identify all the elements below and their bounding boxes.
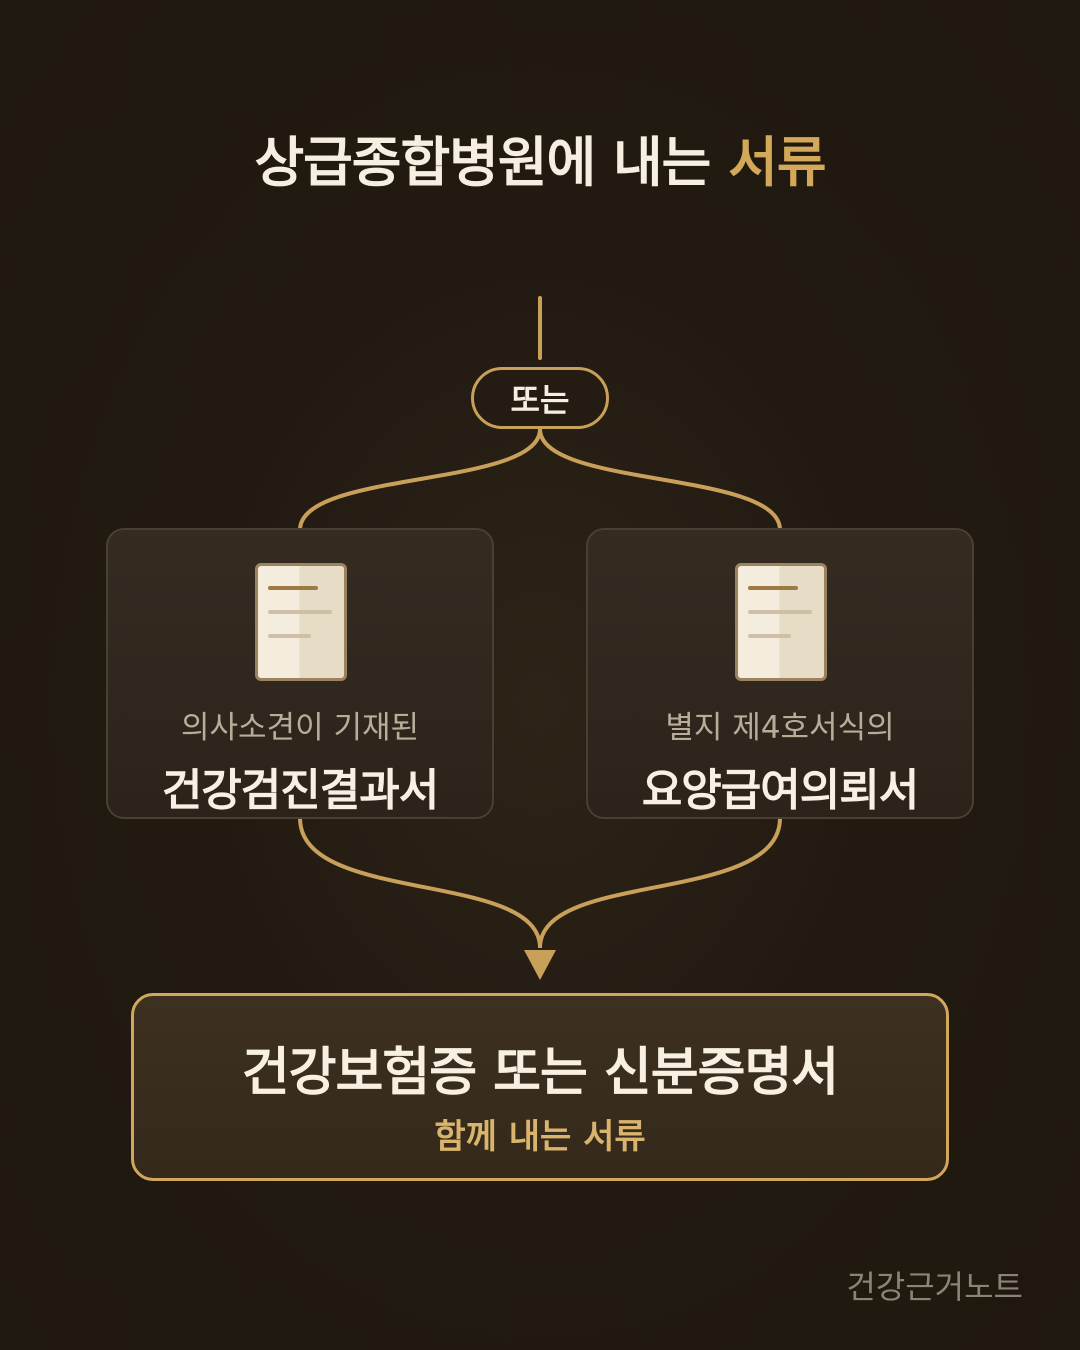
option-subtitle: 별지 제4호서식의: [665, 710, 895, 746]
document-icon: [255, 563, 347, 681]
document-icon: [735, 563, 827, 681]
option-subtitle: 의사소견이 기재된: [180, 710, 419, 746]
result-title: 건강보험증 또는 신분증명서: [241, 1043, 839, 1103]
result-subtitle: 함께 내는 서류: [434, 1117, 646, 1157]
page-title: 상급종합병원에 내는 서류: [0, 118, 1080, 197]
brand-watermark: 건강근거노트: [846, 1268, 1023, 1306]
option-title: 요양급여의뢰서: [641, 765, 919, 816]
branch-left-line: [298, 428, 542, 531]
merge-left-line: [298, 817, 542, 949]
title-accent: 서류: [728, 131, 826, 194]
merge-right-line: [538, 817, 782, 949]
or-label-pill: 또는: [471, 367, 609, 429]
option-card-health-checkup: 의사소견이 기재된 건강검진결과서: [106, 528, 494, 819]
option-title: 건강검진결과서: [161, 765, 439, 816]
result-box: 건강보험증 또는 신분증명서 함께 내는 서류: [131, 993, 949, 1181]
option-card-referral: 별지 제4호서식의 요양급여의뢰서: [586, 528, 974, 819]
branch-right-line: [538, 428, 782, 531]
arrow-down-icon: [524, 950, 556, 980]
title-prefix: 상급종합병원에 내는: [254, 131, 729, 194]
